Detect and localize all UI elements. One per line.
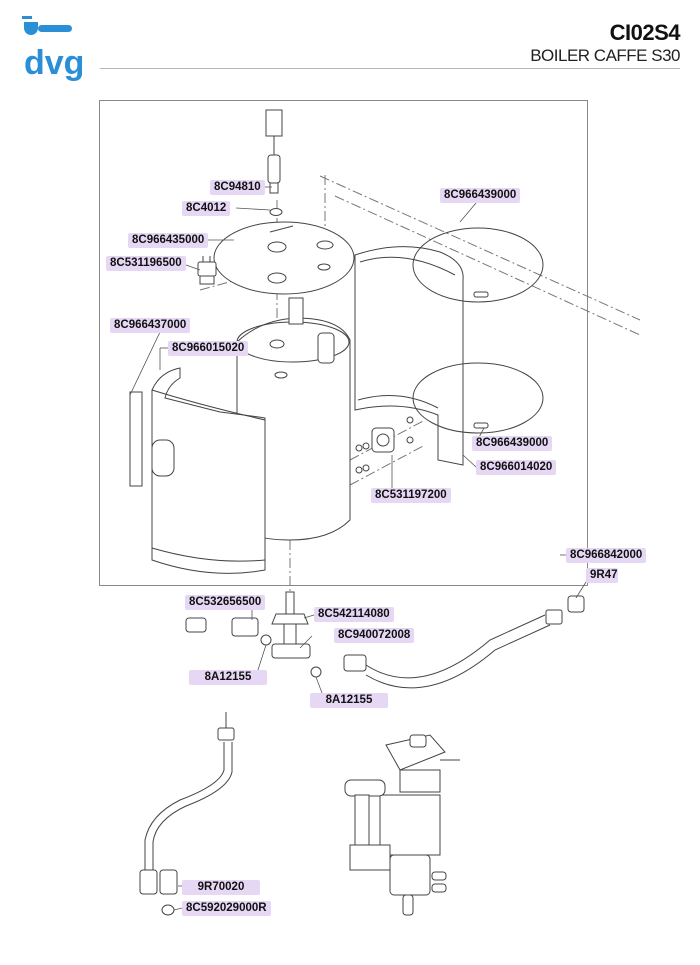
part-label-lower-strap[interactable]: 8C966439000: [472, 436, 553, 451]
part-label-oring-left[interactable]: 8A12155: [189, 670, 267, 685]
logo-text: dvg: [24, 44, 84, 82]
thermostat-drawing: [197, 256, 217, 285]
part-label-nut[interactable]: 9R70020: [182, 880, 260, 895]
part-label-thermostat[interactable]: 8C531196500: [106, 256, 186, 271]
part-label-connector[interactable]: 8C532656500: [185, 595, 266, 610]
left-shell-drawing: [129, 367, 266, 574]
part-label-hose[interactable]: 8C966842000: [566, 548, 647, 563]
part-label-right-shell[interactable]: 8C966014020: [476, 460, 557, 475]
part-label-flange[interactable]: 8C531197200: [371, 488, 451, 503]
part-label-sensor-probe[interactable]: 8C94810: [210, 180, 265, 195]
part-label-drain-valve[interactable]: 8C542114080: [314, 607, 394, 622]
part-label-insulation-strip[interactable]: 8C966437000: [110, 318, 191, 333]
part-label-ferrule[interactable]: 8C592029000R: [182, 901, 271, 916]
top-disc-drawing: [213, 221, 355, 295]
header-divider: [100, 68, 680, 69]
part-label-fitting[interactable]: 9R47: [586, 568, 618, 583]
sensor-probe-drawing: [265, 109, 283, 216]
solenoid-valve-drawing: [344, 734, 460, 916]
pipe-drawing: [139, 712, 235, 916]
part-label-tee[interactable]: 8C940072008: [334, 628, 415, 643]
part-label-top-disc[interactable]: 8C966435000: [128, 233, 209, 248]
part-label-upper-strap[interactable]: 8C966439000: [440, 188, 521, 203]
hose-drawing: [343, 595, 585, 689]
flange-drawing: [355, 416, 414, 474]
straps-drawing: [412, 227, 544, 434]
diagram-title: BOILER CAFFE S30: [530, 46, 680, 65]
right-shell-drawing: [354, 246, 464, 466]
part-label-oring-right[interactable]: 8A12155: [310, 693, 388, 708]
diagram-code: CI02S4: [609, 20, 681, 45]
boiler-assembly-frame: [99, 100, 588, 586]
dvg-logo: dvg: [22, 16, 84, 82]
part-label-washer[interactable]: 8C4012: [182, 201, 231, 216]
part-label-left-shell[interactable]: 8C966015020: [168, 341, 249, 356]
